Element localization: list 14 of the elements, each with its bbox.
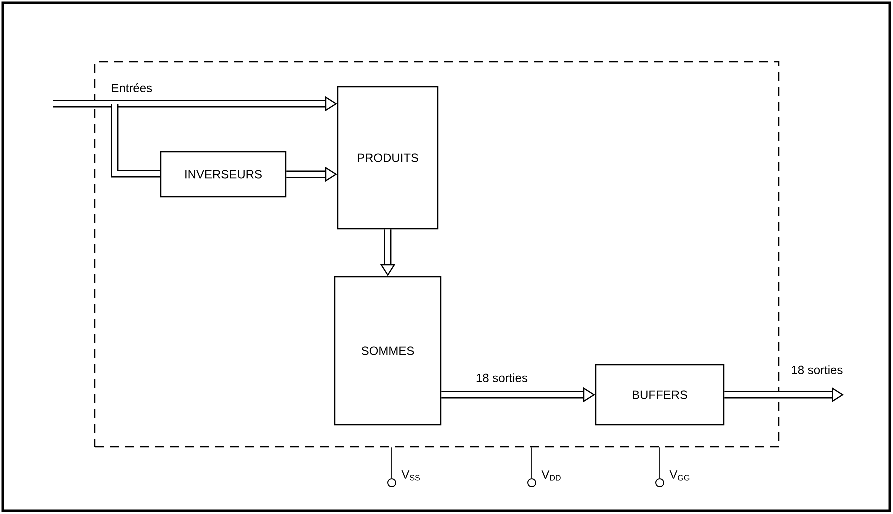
terminal-circle bbox=[528, 478, 536, 488]
pin-label: V$_{GG}$ bbox=[670, 470, 690, 481]
process-box: INVERSEURS bbox=[160, 151, 287, 198]
chip-boundary bbox=[94, 61, 780, 448]
terminal-circle bbox=[388, 478, 396, 488]
process-box: SOMMES bbox=[334, 276, 442, 426]
edge-label: 18 sorties bbox=[476, 374, 528, 382]
pin-label: V$_{DD}$ bbox=[542, 470, 561, 481]
terminal-circle bbox=[656, 478, 664, 488]
pin-label: V$_{SS}$ bbox=[402, 470, 420, 481]
edge-label: Entrées bbox=[112, 84, 152, 92]
edge-label: 18 sorties bbox=[792, 366, 843, 374]
process-box: BUFFERS bbox=[595, 364, 725, 426]
process-box: PRODUITS bbox=[337, 86, 439, 230]
